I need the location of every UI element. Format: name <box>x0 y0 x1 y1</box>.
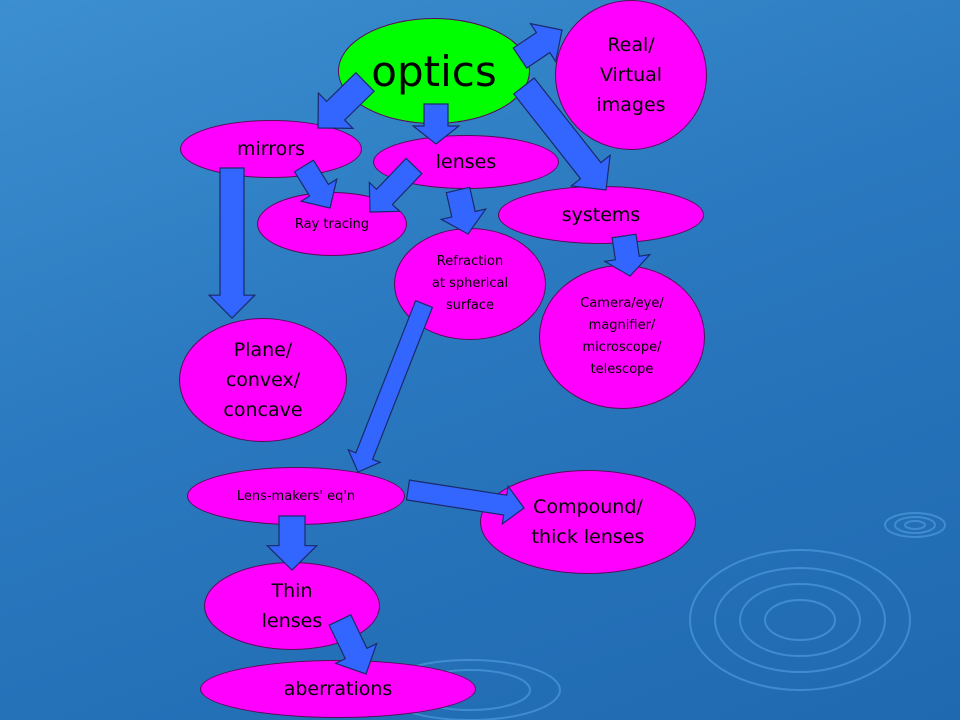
arrow-lens-makers-to-thin <box>265 515 319 571</box>
node-mirrors: mirrors <box>180 120 362 178</box>
node-real-virtual-images: Real/ Virtual images <box>555 0 707 150</box>
arrow-lens-makers-to-compound <box>405 479 525 526</box>
arrow-optics-to-systems <box>512 77 611 191</box>
arrow-systems-to-camera <box>603 233 652 277</box>
node-aberrations: aberrations <box>200 660 476 718</box>
arrow-mirrors-to-plane <box>207 167 257 319</box>
node-compound-thick-lenses: Compound/ thick lenses <box>480 470 696 574</box>
arrow-mirrors-to-ray-tracing <box>293 159 338 209</box>
node-lens-makers: Lens-makers' eq'n <box>187 467 405 525</box>
arrow-lenses-to-refraction <box>439 186 488 235</box>
arrow-lenses-to-ray-tracing <box>368 157 423 213</box>
arrow-optics-to-real-virtual <box>512 22 563 69</box>
node-systems: systems <box>498 186 704 244</box>
node-plane-convex-concave: Plane/ convex/ concave <box>179 318 347 442</box>
node-thin-lenses: Thin lenses <box>204 562 380 650</box>
arrow-optics-to-lenses <box>411 103 461 145</box>
arrow-thin-to-aberrations <box>328 613 378 675</box>
arrow-optics-to-mirrors <box>317 71 375 130</box>
arrow-refraction-to-lens-makers <box>347 299 434 473</box>
